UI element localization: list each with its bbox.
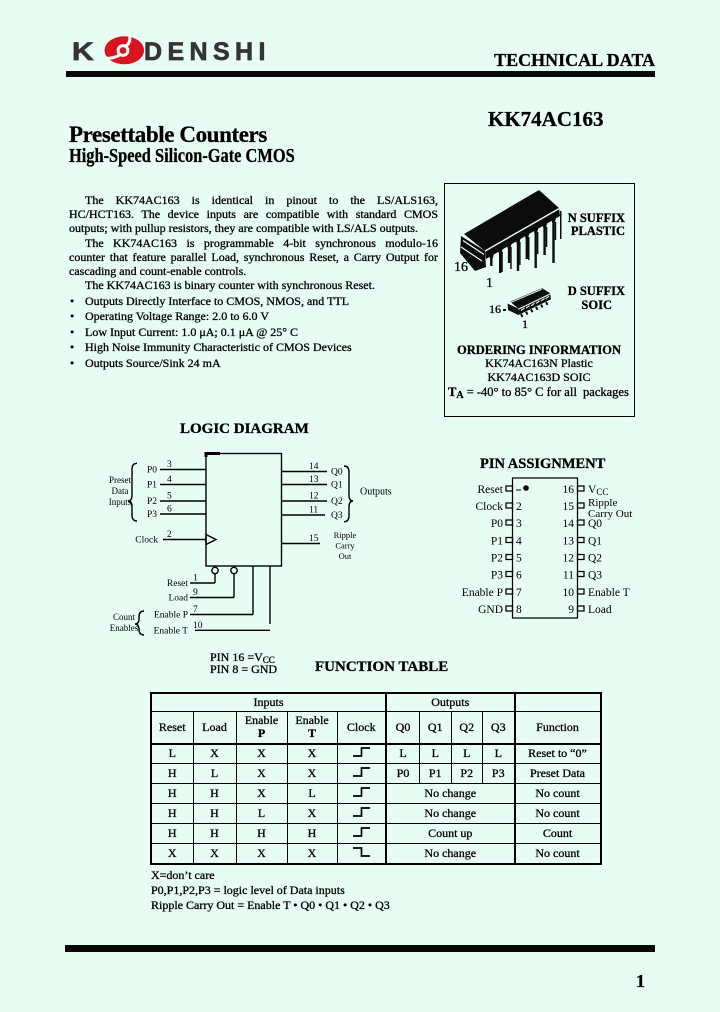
svg-text:Q3: Q3 bbox=[588, 570, 602, 582]
svg-text:Reset: Reset bbox=[477, 484, 503, 496]
svg-text:Ripple: Ripple bbox=[334, 530, 357, 540]
svg-text:8: 8 bbox=[516, 604, 522, 616]
svg-text:7: 7 bbox=[193, 605, 198, 615]
svg-text:P1: P1 bbox=[491, 536, 503, 548]
svg-text:Load: Load bbox=[168, 594, 188, 604]
svg-text:2: 2 bbox=[516, 501, 522, 513]
svg-text:Q0: Q0 bbox=[588, 518, 602, 530]
svg-text:Reset: Reset bbox=[167, 579, 188, 589]
svg-text:Enable P: Enable P bbox=[154, 611, 188, 621]
svg-text:Q0: Q0 bbox=[331, 468, 343, 478]
svg-text:16: 16 bbox=[563, 484, 575, 496]
svg-text:P2: P2 bbox=[147, 497, 157, 507]
svg-text:Inputs: Inputs bbox=[109, 497, 132, 507]
svg-text:P0: P0 bbox=[147, 466, 157, 476]
svg-text:6: 6 bbox=[167, 505, 172, 515]
svg-text:Carry Out: Carry Out bbox=[588, 508, 632, 520]
svg-text:11: 11 bbox=[563, 570, 574, 582]
svg-text:6: 6 bbox=[516, 570, 522, 582]
svg-text:Enable T: Enable T bbox=[154, 626, 189, 636]
svg-text:Q3: Q3 bbox=[331, 511, 343, 521]
svg-text:12: 12 bbox=[563, 553, 575, 565]
svg-text:10: 10 bbox=[563, 587, 575, 599]
svg-text:GND: GND bbox=[478, 604, 503, 616]
svg-text:10: 10 bbox=[193, 621, 203, 631]
svg-text:VCC: VCC bbox=[588, 484, 608, 497]
svg-text:14: 14 bbox=[563, 518, 575, 530]
svg-text:Q1: Q1 bbox=[331, 481, 343, 491]
svg-text:Q1: Q1 bbox=[588, 536, 602, 548]
svg-text:14: 14 bbox=[309, 462, 319, 472]
svg-text:9: 9 bbox=[193, 588, 198, 598]
svg-text:12: 12 bbox=[309, 492, 319, 502]
svg-text:3: 3 bbox=[516, 518, 522, 530]
svg-text:P2: P2 bbox=[491, 553, 503, 565]
svg-text:Enable T: Enable T bbox=[588, 587, 630, 599]
svg-text:13: 13 bbox=[563, 536, 575, 548]
svg-text:Enable P: Enable P bbox=[462, 587, 503, 599]
svg-text:2: 2 bbox=[167, 530, 172, 540]
svg-text:Q2: Q2 bbox=[331, 497, 343, 507]
svg-text:P3: P3 bbox=[491, 570, 503, 582]
svg-text:Load: Load bbox=[588, 604, 612, 616]
svg-text:15: 15 bbox=[563, 501, 575, 513]
svg-text:4: 4 bbox=[516, 536, 522, 548]
svg-text:Clock: Clock bbox=[476, 501, 504, 513]
svg-text:Clock: Clock bbox=[135, 536, 158, 546]
svg-text:P1: P1 bbox=[147, 481, 157, 491]
svg-text:9: 9 bbox=[568, 604, 574, 616]
svg-text:Data: Data bbox=[112, 486, 129, 496]
svg-text:P0: P0 bbox=[491, 518, 503, 530]
svg-text:Carry: Carry bbox=[335, 541, 355, 551]
svg-text:11: 11 bbox=[309, 506, 318, 516]
svg-text:5: 5 bbox=[516, 553, 522, 565]
svg-text:P3: P3 bbox=[147, 510, 157, 520]
svg-text:Count: Count bbox=[113, 612, 136, 622]
svg-text:1: 1 bbox=[193, 574, 198, 584]
svg-text:Out: Out bbox=[339, 551, 352, 561]
svg-text:Outputs: Outputs bbox=[360, 487, 392, 498]
svg-text:Enables: Enables bbox=[110, 623, 139, 633]
svg-text:13: 13 bbox=[309, 475, 319, 485]
svg-text:5: 5 bbox=[167, 492, 172, 502]
svg-text:Preset: Preset bbox=[109, 475, 131, 485]
svg-text:7: 7 bbox=[516, 587, 522, 599]
svg-text:15: 15 bbox=[309, 534, 319, 544]
svg-text:Ripple: Ripple bbox=[588, 497, 617, 509]
svg-text:4: 4 bbox=[167, 475, 172, 485]
svg-text:3: 3 bbox=[167, 460, 172, 470]
svg-text:Q2: Q2 bbox=[588, 553, 602, 565]
